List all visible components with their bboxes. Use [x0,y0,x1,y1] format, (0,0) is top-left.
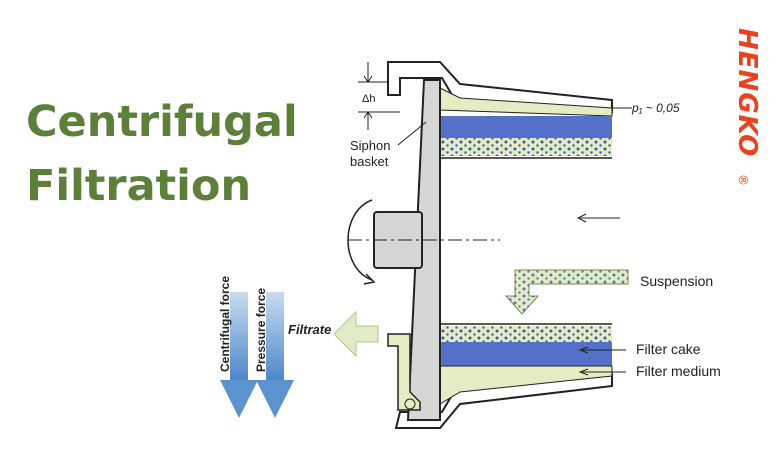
pressure-label: p₁ ~ 0,05 [631,101,680,115]
pressure-force-label: Pressure force [254,288,268,372]
pressure-force-arrow [256,292,294,418]
siphon-outlet [404,398,416,410]
siphon-basket-label-line2: basket [350,154,389,169]
suspension-feed-pipe [504,269,629,315]
filter-label-pointers [578,346,626,376]
filtrate-arrow [333,310,379,358]
hengko-logo: HENGKO ® [732,28,762,186]
logo-text: HENGKO [732,28,762,157]
filtrate-siphon-pipe [387,333,421,411]
page-title: Centrifugal Filtration [26,90,298,218]
upper-filter-layers [439,87,613,159]
suspension-label: Suspension [640,273,713,289]
centrifugal-force-arrow [220,292,258,418]
delta-h-dimension [358,62,400,130]
title-line-2: Filtration [26,161,252,211]
filter-cake-label: Filter cake [636,341,701,357]
centrifugal-force-label: Centrifugal force [218,276,232,372]
inflow-arrow [576,213,620,223]
logo-registered-mark: ® [736,174,750,186]
title-line-1: Centrifugal [26,97,298,147]
filtrate-label: Filtrate [288,322,331,337]
filter-medium-label: Filter medium [636,363,721,379]
siphon-basket-leader [397,121,427,146]
lower-filter-layers [439,323,613,405]
siphon-basket-plate [406,79,441,421]
rotor-hub [347,199,500,285]
delta-h-label: Δh [362,93,375,105]
siphon-basket-label-line1: Siphon [350,138,390,153]
